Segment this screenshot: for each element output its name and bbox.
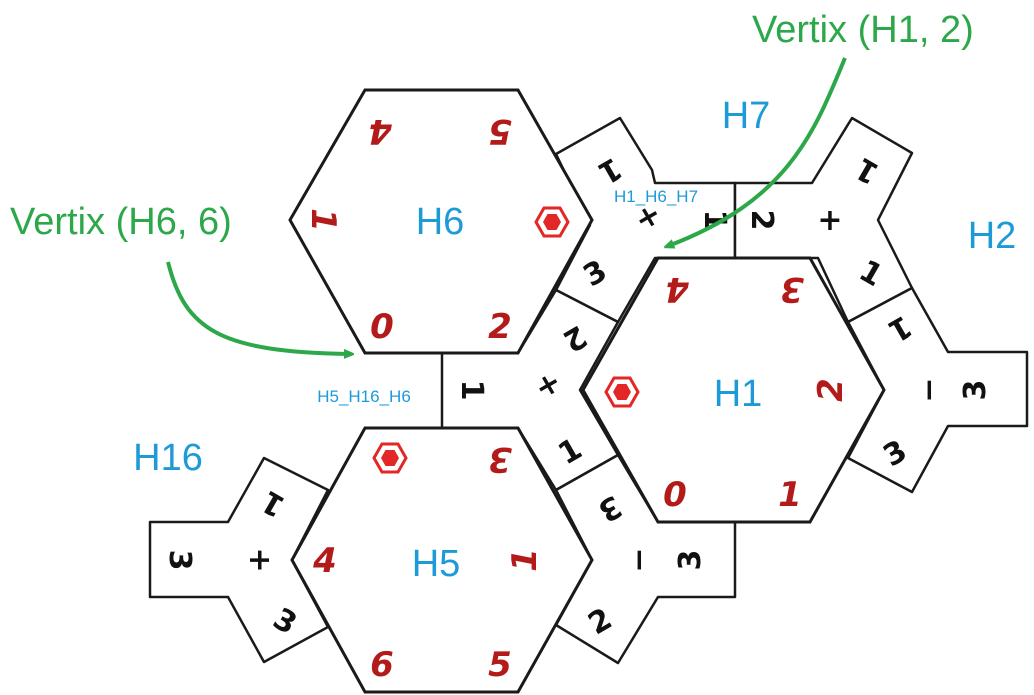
hex-h1-number: 1 (778, 475, 802, 515)
connector-text: 3 (673, 550, 708, 571)
connector-text: 1 (454, 380, 489, 401)
hex-h1-number: 4 (665, 269, 690, 309)
hex-h1-number: 3 (780, 269, 804, 309)
connector-text: 1 (697, 210, 732, 231)
hexagon-marker-icon (604, 376, 640, 408)
hex-h5-number: 5 (488, 645, 512, 685)
hex-h1-number: 2 (811, 378, 851, 402)
hex-h5-number: 6 (370, 645, 394, 685)
connector-text: 2 (744, 210, 779, 231)
connector-text: − (622, 547, 657, 572)
hex-label-h1: H1 (714, 373, 763, 415)
vertex-label-h5-h16-h6: H5_H16_H6 (317, 387, 411, 406)
region-label-h2: H2 (968, 215, 1017, 257)
hex-h6-number: 5 (488, 111, 512, 151)
hex-h5-number: 3 (488, 439, 512, 479)
connector-text: 3 (162, 550, 197, 571)
hex-h5-number: 1 (505, 548, 545, 572)
connector-text: + (817, 203, 842, 238)
arrow-icon (166, 261, 350, 354)
annotation-vertix-h6-6: Vertix (H6, 6) (10, 201, 232, 243)
arrow-icon (668, 57, 847, 246)
connector-text: − (912, 377, 947, 402)
hexagon-marker-icon (534, 206, 570, 238)
hex-h6-number: 0 (370, 307, 394, 347)
hex-label-h6: H6 (416, 201, 465, 243)
region-label-h16: H16 (133, 437, 203, 479)
hex-h5 (290, 426, 594, 694)
hex-h1-number: 0 (663, 475, 687, 515)
annotation-vertix-h1-2: Vertix (H1, 2) (752, 9, 974, 51)
hex-label-h5: H5 (412, 543, 461, 585)
hex-h1 (581, 256, 886, 524)
connector-text: + (242, 547, 277, 572)
hexagon-marker-icon (372, 442, 408, 474)
hex-h6-number: 4 (368, 111, 393, 151)
vertex-label-h1-h6-h7: H1_H6_H7 (614, 187, 698, 206)
hex-h5-number: 4 (312, 541, 337, 581)
hex-h6-number: 2 (488, 307, 512, 347)
hex-h6 (288, 88, 594, 355)
hex-h6-number: 1 (303, 208, 343, 232)
region-label-h7: H7 (722, 95, 771, 137)
connector-text: 3 (958, 380, 993, 401)
